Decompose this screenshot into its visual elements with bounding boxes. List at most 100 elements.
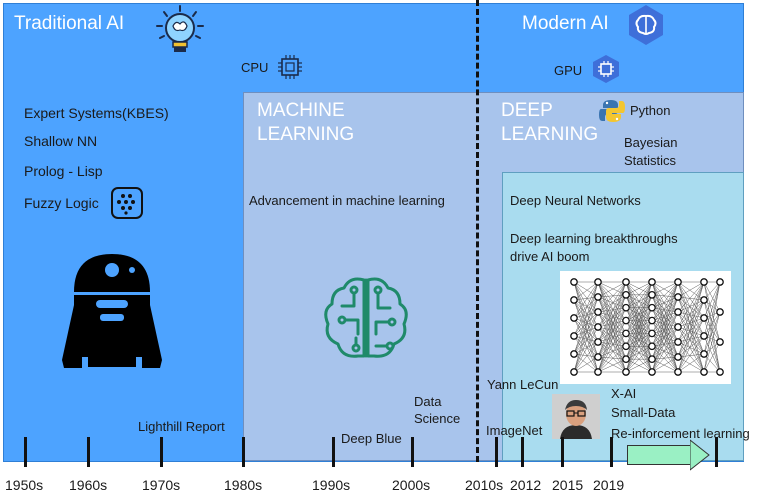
event-data-science-line2: Science [414, 411, 461, 426]
nn-connection [597, 311, 627, 347]
traditional-ai-title: Traditional AI [14, 13, 125, 34]
nn-connection [703, 281, 721, 319]
nn-connection [625, 281, 653, 334]
nn-connection [677, 317, 705, 373]
nn-connection [703, 311, 721, 337]
nn-connection [597, 296, 627, 347]
nn-connection [651, 346, 679, 373]
nn-connection [677, 299, 705, 373]
year-label-2000s: 2000s [392, 477, 431, 493]
nn-connection [597, 341, 627, 347]
nn-connection [677, 281, 705, 298]
nn-node [674, 308, 682, 316]
dl-note-breakthrough-line2: drive AI boom [510, 249, 590, 264]
nn-node [622, 329, 630, 338]
timeline-tick [242, 437, 245, 467]
event-lighthill-report: Lighthill Report [138, 419, 225, 434]
year-label-1960s: 1960s [69, 477, 108, 493]
nn-connection [651, 307, 679, 328]
nn-connection [651, 296, 679, 308]
nn-connection [703, 281, 721, 373]
nn-connection [677, 311, 705, 337]
event-imagenet: ImageNet [486, 423, 543, 438]
year-label-1970s: 1970s [142, 477, 181, 493]
nn-connection [597, 311, 627, 334]
nn-connection [573, 296, 599, 373]
nn-connection [677, 311, 705, 319]
list-item-prolog-lisp: Prolog - Lisp [24, 163, 103, 179]
nn-connection [677, 299, 705, 343]
nn-connection [703, 281, 721, 301]
nn-node [570, 350, 578, 358]
nn-connection [651, 311, 679, 334]
nn-node [594, 293, 602, 301]
list-item-expert-systems: Expert Systems(KBES) [24, 105, 169, 121]
nn-node [700, 350, 708, 358]
nn-connection [651, 311, 679, 321]
nn-connection [597, 320, 627, 373]
nn-connection [573, 326, 599, 355]
event-yann-lecun: Yann LeCun [487, 377, 559, 392]
nn-node [716, 278, 724, 286]
timeline-tick [610, 437, 613, 467]
nn-connection [597, 333, 627, 373]
nn-connection [573, 341, 599, 373]
nn-connection [573, 281, 599, 337]
gpu-label: GPU [554, 63, 583, 78]
nn-connection [597, 294, 627, 358]
gpu-chip-icon [591, 54, 621, 84]
nn-connection [625, 358, 653, 373]
python-label: Python [630, 103, 671, 118]
ml-title-line2: LEARNING [257, 124, 355, 145]
nn-connection [677, 317, 705, 328]
nn-connection [651, 311, 679, 373]
nn-connection [573, 311, 599, 373]
nn-connection [597, 333, 627, 343]
nn-connection [651, 281, 679, 358]
timeline-tick [715, 437, 718, 467]
timeline-tick [160, 437, 163, 467]
ml-note: Advancement in machine learning [249, 193, 445, 208]
nn-connection [573, 335, 599, 343]
nn-connection [651, 326, 679, 373]
nn-node [594, 323, 602, 331]
nn-connection [677, 299, 705, 328]
nn-connection [651, 307, 679, 343]
nn-connection [651, 307, 679, 313]
year-label-2015: 2015 [552, 477, 584, 493]
nn-connection [597, 281, 627, 358]
year-label-1980s: 1980s [224, 477, 263, 493]
year-label-1990s: 1990s [312, 477, 351, 493]
nn-node [622, 342, 630, 351]
python-logo-icon [599, 99, 625, 123]
list-item-fuzzy-logic: Fuzzy Logic [24, 195, 99, 211]
nn-connection [597, 294, 627, 313]
nn-node [674, 293, 682, 301]
dl-title-line1: DEEP [501, 100, 553, 121]
timeline-tick [87, 437, 90, 467]
nn-connection [703, 281, 721, 355]
nn-connection [625, 281, 653, 360]
nn-connection [703, 299, 721, 343]
nn-connection [651, 320, 679, 328]
timeline-tick [411, 437, 414, 467]
nn-connection [651, 307, 679, 358]
nn-node [622, 278, 630, 286]
nn-connection [597, 296, 627, 321]
nn-connection [651, 341, 679, 373]
era-divider [476, 0, 479, 462]
nn-connection [651, 358, 679, 373]
nn-connection [651, 281, 679, 373]
nn-connection [573, 341, 599, 355]
nn-connection [651, 346, 679, 358]
nn-connection [573, 317, 599, 343]
nn-connection [651, 326, 679, 360]
nn-connection [573, 353, 599, 358]
nn-connection [597, 333, 627, 358]
nn-connection [651, 333, 679, 373]
nn-connection [651, 333, 679, 358]
nn-connection [677, 281, 705, 358]
nn-connection [597, 281, 627, 313]
nn-node [674, 278, 682, 286]
nn-connection [677, 299, 705, 358]
